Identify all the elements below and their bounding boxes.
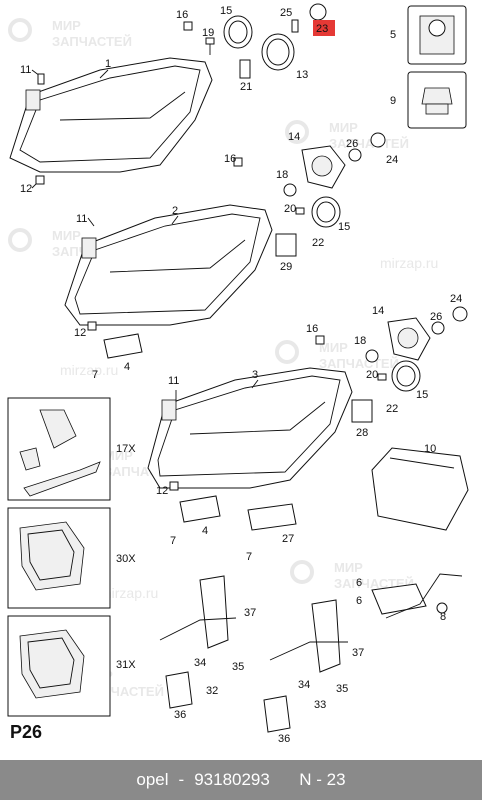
parts-diagram: МИР ЗАПЧАСТЕЙ МИР ЗАПЧАСТЕЙ МИР ЗАПЧАСТЕ…: [7, 3, 469, 745]
callout-26: 26: [430, 311, 442, 323]
watermark-text: ЗАПЧАСТЕЙ: [319, 356, 399, 371]
callout-16: 16: [176, 9, 188, 21]
watermark-text: МИР: [334, 560, 363, 575]
callout-34: 34: [298, 679, 310, 691]
callout-36: 36: [278, 733, 290, 745]
callout-12: 12: [156, 485, 168, 497]
watermark-text: mirzap.ru: [100, 585, 158, 601]
watermark-text: МИР: [104, 448, 133, 463]
watermark-text: mirzap.ru: [60, 362, 118, 378]
callout-36: 36: [174, 709, 186, 721]
footer-brand: opel: [136, 770, 169, 789]
watermark-text: mirzap.ru: [380, 255, 438, 271]
callout-16: 16: [306, 323, 318, 335]
kit-17x: [7, 397, 111, 501]
callout-7: 7: [246, 551, 252, 563]
footer-spacer: [280, 770, 289, 790]
callout-22: 22: [312, 237, 324, 249]
callout-4: 4: [124, 361, 130, 373]
kit-31x: [7, 615, 111, 717]
watermark-text: МИР: [52, 228, 81, 243]
footer-part-number: 93180293: [194, 770, 270, 789]
callout-15: 15: [416, 389, 428, 401]
callout-33: 33: [314, 699, 326, 711]
callout-31x: 31X: [116, 659, 136, 671]
callout-27: 27: [282, 533, 294, 545]
callout-10: 10: [424, 443, 436, 455]
callout-32: 32: [206, 685, 218, 697]
callout-7: 7: [170, 535, 176, 547]
headlamp-3: [147, 367, 353, 489]
callout-37: 37: [352, 647, 364, 659]
headlamp-2: [64, 204, 273, 326]
callout-9: 9: [390, 95, 396, 107]
callout-37: 37: [244, 607, 256, 619]
callout-15: 15: [338, 221, 350, 233]
callout-24: 24: [386, 154, 398, 166]
kit-30x: [7, 507, 111, 609]
callout-11: 11: [168, 375, 179, 387]
callout-23: 23: [316, 23, 328, 35]
callout-2: 2: [172, 205, 178, 217]
callout-28: 28: [356, 427, 368, 439]
footer-bar: opel - 93180293 N - 23: [0, 760, 482, 800]
callout-17x: 17X: [116, 443, 136, 455]
callout-4: 4: [202, 525, 208, 537]
callout-18: 18: [354, 335, 366, 347]
callout-14: 14: [288, 131, 300, 143]
footer-separator: -: [178, 770, 185, 789]
callout-25: 25: [280, 7, 292, 19]
callout-12: 12: [74, 327, 86, 339]
watermark-text: ЗАПЧАСТЕЙ: [52, 34, 132, 49]
callout-21: 21: [240, 81, 252, 93]
page-code: P26: [10, 722, 43, 742]
callout-22: 22: [386, 403, 398, 415]
callout-30x: 30X: [116, 553, 136, 565]
watermark-text: ЗАПЧАСТЕЙ: [329, 136, 409, 151]
watermark-text: МИР: [52, 18, 81, 33]
watermark-text: МИР: [329, 120, 358, 135]
callout-6: 6: [356, 595, 362, 607]
callout-14: 14: [372, 305, 384, 317]
callout-12: 12: [20, 183, 32, 195]
callout-13: 13: [296, 69, 308, 81]
headlamp-1: [9, 57, 213, 173]
highlight-box-23: [313, 20, 335, 36]
footer-ref: N - 23: [299, 770, 346, 789]
callout-19: 19: [202, 27, 214, 39]
callout-16: 16: [224, 153, 236, 165]
callout-6: 6: [356, 577, 362, 589]
callout-35: 35: [232, 661, 244, 673]
callout-7: 7: [92, 369, 98, 381]
callout-3: 3: [252, 369, 258, 381]
callout-26: 26: [346, 138, 358, 150]
callout-15: 15: [220, 5, 232, 17]
callout-8: 8: [440, 611, 446, 623]
callout-18: 18: [276, 169, 288, 181]
callout-24: 24: [450, 293, 462, 305]
callout-1: 1: [105, 58, 111, 70]
callout-29: 29: [280, 261, 292, 273]
watermark-text: МИР: [319, 340, 348, 355]
callout-20: 20: [284, 203, 296, 215]
callout-20: 20: [366, 369, 378, 381]
callout-5: 5: [390, 29, 396, 41]
callout-11: 11: [20, 64, 31, 76]
callout-34: 34: [194, 657, 206, 669]
callout-35: 35: [336, 683, 348, 695]
callout-11: 11: [76, 213, 87, 225]
